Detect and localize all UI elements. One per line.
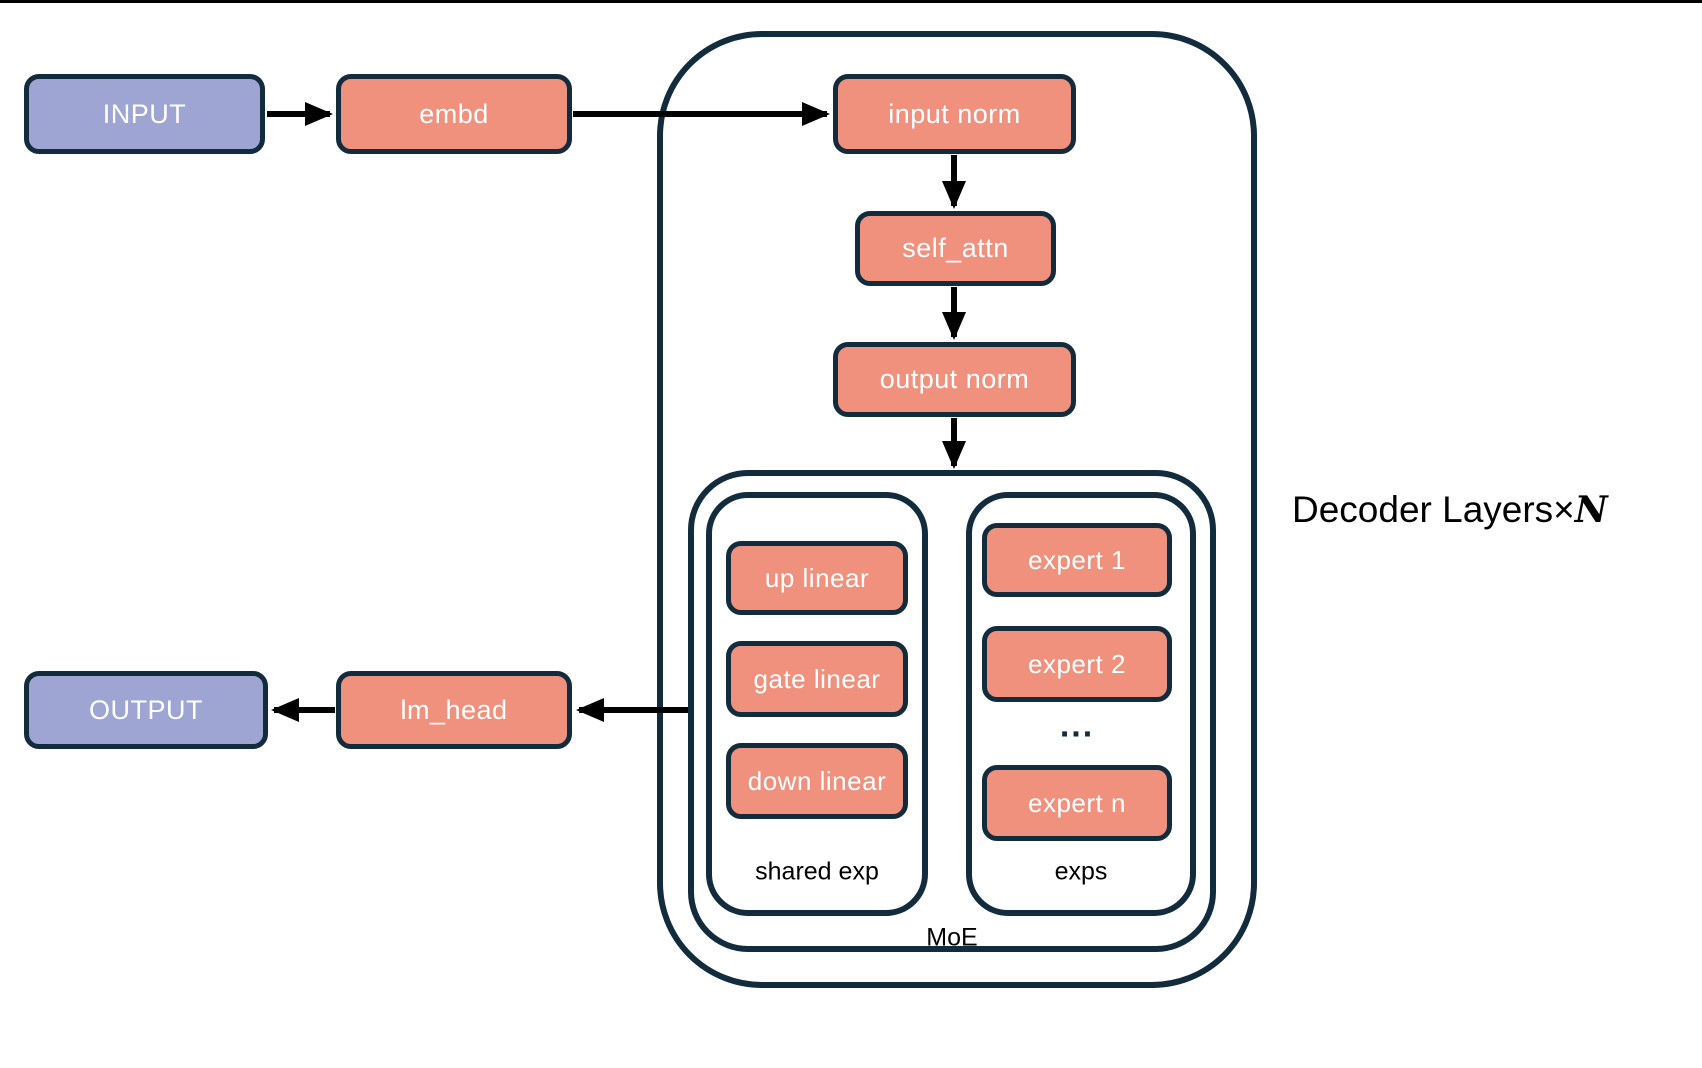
top-border-line <box>0 0 1702 3</box>
node-output: OUTPUT <box>24 671 268 749</box>
node-embd: embd <box>336 74 572 154</box>
node-expert-1: expert 1 <box>982 523 1172 597</box>
node-gate-linear: gate linear <box>726 641 908 717</box>
moe-container <box>688 470 1216 952</box>
decoder-layers-text: Decoder Layers× <box>1292 489 1575 530</box>
node-down-linear: down linear <box>726 743 908 819</box>
decoder-layers-container <box>657 31 1257 988</box>
shared-expert-container <box>706 492 928 916</box>
node-lm-head: lm_head <box>336 671 572 749</box>
node-expert-2: expert 2 <box>982 626 1172 702</box>
node-expert-n: expert n <box>982 765 1172 841</box>
experts-container <box>966 492 1196 916</box>
node-input-norm: input norm <box>833 74 1076 154</box>
experts-ellipsis: ... <box>1059 706 1095 745</box>
node-up-linear: up linear <box>726 541 908 615</box>
decoder-layers-n-variable: N <box>1574 489 1608 531</box>
decoder-layers-annotation: Decoder Layers×N <box>1292 489 1608 531</box>
exps-label: exps <box>1054 857 1108 886</box>
node-input: INPUT <box>24 74 265 154</box>
node-self-attn: self_attn <box>855 211 1056 286</box>
shared-exp-label: shared exp <box>755 857 879 886</box>
moe-label: MoE <box>926 923 978 952</box>
node-output-norm: output norm <box>833 342 1076 417</box>
